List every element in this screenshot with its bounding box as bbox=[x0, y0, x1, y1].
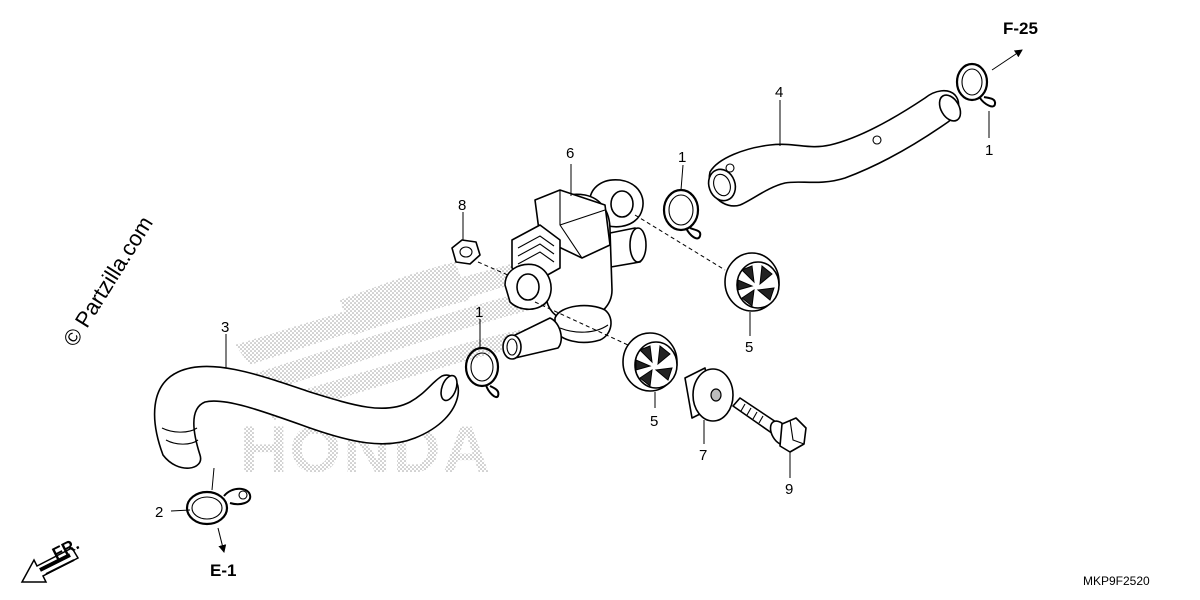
arrow-icon-f25 bbox=[991, 49, 1023, 71]
partzilla-watermark: © Partzilla.com bbox=[58, 212, 158, 351]
callout-8: 8 bbox=[458, 197, 466, 214]
callout-3: 3 bbox=[221, 319, 229, 336]
hose-part-4 bbox=[707, 89, 962, 207]
callout-9: 9 bbox=[785, 481, 793, 498]
grommet-part-5-upper bbox=[724, 252, 780, 312]
clamp-part-2 bbox=[185, 487, 252, 526]
leader-lines bbox=[170, 100, 990, 512]
callout-1-right: 1 bbox=[985, 142, 993, 159]
clamp-part-1-upper bbox=[662, 188, 702, 240]
hose-part-3 bbox=[153, 365, 460, 469]
valve-part-6 bbox=[502, 179, 647, 360]
callout-5-upper: 5 bbox=[745, 339, 753, 356]
collar-part-7 bbox=[684, 367, 734, 422]
grommet-part-5-lower bbox=[622, 332, 678, 392]
callout-7: 7 bbox=[699, 447, 707, 464]
ref-label-f25: F-25 bbox=[1003, 19, 1038, 38]
nut-part-8 bbox=[451, 239, 481, 265]
callout-4: 4 bbox=[775, 84, 783, 101]
bolt-part-9 bbox=[732, 397, 807, 453]
arrow-icon-e1 bbox=[217, 527, 227, 553]
callout-1-center: 1 bbox=[475, 304, 483, 321]
callout-6: 6 bbox=[566, 145, 574, 162]
diagram-code: MKP9F2520 bbox=[1083, 574, 1150, 588]
clamp-part-1-right bbox=[955, 62, 997, 108]
clamp-part-1-center bbox=[464, 346, 500, 398]
callout-1-upper: 1 bbox=[678, 149, 686, 166]
callout-5-lower: 5 bbox=[650, 413, 658, 430]
arrow-left-down-icon bbox=[20, 547, 80, 583]
ref-label-e1: E-1 bbox=[210, 561, 236, 580]
callout-2: 2 bbox=[155, 504, 163, 521]
